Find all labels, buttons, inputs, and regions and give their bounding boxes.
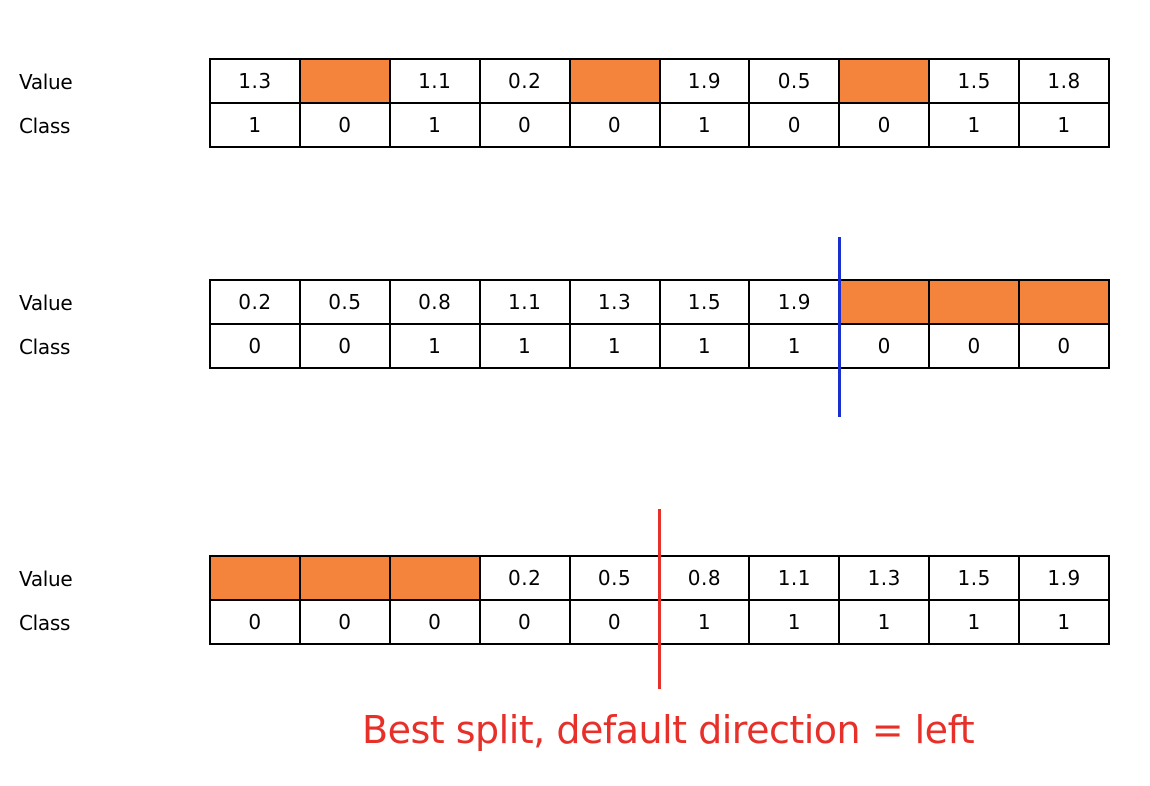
class-cell: 0 [211, 325, 301, 369]
class-row-label: Class [19, 611, 71, 635]
value-cell: 1.5 [930, 557, 1021, 601]
class-row-label: Class [19, 114, 71, 138]
value-cell: 0.5 [750, 60, 841, 104]
missing-value-cell [570, 60, 661, 104]
blue-split-line [838, 237, 841, 417]
missing-value-cell [211, 557, 301, 601]
class-cell: 0 [300, 104, 391, 148]
value-cell: 0.5 [570, 557, 661, 601]
missing-value-cell [840, 281, 931, 325]
value-cell: 1.1 [390, 60, 481, 104]
class-cell: 0 [300, 325, 391, 369]
class-cell: 0 [1020, 325, 1110, 369]
class-cell: 1 [480, 325, 571, 369]
value-cell: 0.2 [480, 557, 571, 601]
missing-value-cell [300, 60, 391, 104]
value-cell: 0.2 [211, 281, 301, 325]
value-row-label: Value [19, 70, 73, 94]
class-cell: 1 [211, 104, 301, 148]
class-cell: 0 [840, 325, 931, 369]
value-cell: 1.1 [750, 557, 841, 601]
class-cell: 1 [1020, 104, 1110, 148]
class-cell: 1 [750, 601, 841, 645]
value-cell: 1.8 [1020, 60, 1110, 104]
value-cell: 1.3 [570, 281, 661, 325]
value-cell: 0.2 [480, 60, 571, 104]
value-cell: 1.5 [660, 281, 751, 325]
class-cell: 0 [570, 601, 661, 645]
class-cell: 0 [570, 104, 661, 148]
missing-value-cell [1020, 281, 1110, 325]
class-cell: 1 [930, 104, 1021, 148]
value-cell: 1.3 [840, 557, 931, 601]
class-cell: 1 [660, 601, 751, 645]
value-cell: 1.3 [211, 60, 301, 104]
value-cell: 0.5 [300, 281, 391, 325]
value-cell: 1.1 [480, 281, 571, 325]
class-cell: 1 [570, 325, 661, 369]
red-split-line [658, 509, 661, 689]
class-cell: 1 [840, 601, 931, 645]
missing-value-cell [840, 60, 931, 104]
class-cell: 0 [300, 601, 391, 645]
value-cell: 0.8 [660, 557, 751, 601]
value-cell: 1.9 [660, 60, 751, 104]
class-cell: 0 [480, 601, 571, 645]
class-cell: 1 [660, 325, 751, 369]
class-row-label: Class [19, 335, 71, 359]
value-cell: 1.5 [930, 60, 1021, 104]
value-row-label: Value [19, 291, 73, 315]
class-cell: 0 [840, 104, 931, 148]
class-cell: 1 [390, 325, 481, 369]
class-cell: 0 [930, 325, 1021, 369]
class-cell: 0 [480, 104, 571, 148]
class-cell: 0 [390, 601, 481, 645]
class-cell: 1 [660, 104, 751, 148]
class-cell: 1 [390, 104, 481, 148]
missing-value-cell [300, 557, 391, 601]
best-split-caption: Best split, default direction = left [362, 708, 975, 752]
missing-value-cell [390, 557, 481, 601]
class-cell: 1 [930, 601, 1021, 645]
class-cell: 0 [750, 104, 841, 148]
value-cell: 0.8 [390, 281, 481, 325]
class-cell: 1 [750, 325, 841, 369]
missing-value-cell [930, 281, 1021, 325]
value-row-label: Value [19, 567, 73, 591]
value-cell: 1.9 [750, 281, 841, 325]
value-cell: 1.9 [1020, 557, 1110, 601]
class-cell: 1 [1020, 601, 1110, 645]
class-cell: 0 [211, 601, 301, 645]
